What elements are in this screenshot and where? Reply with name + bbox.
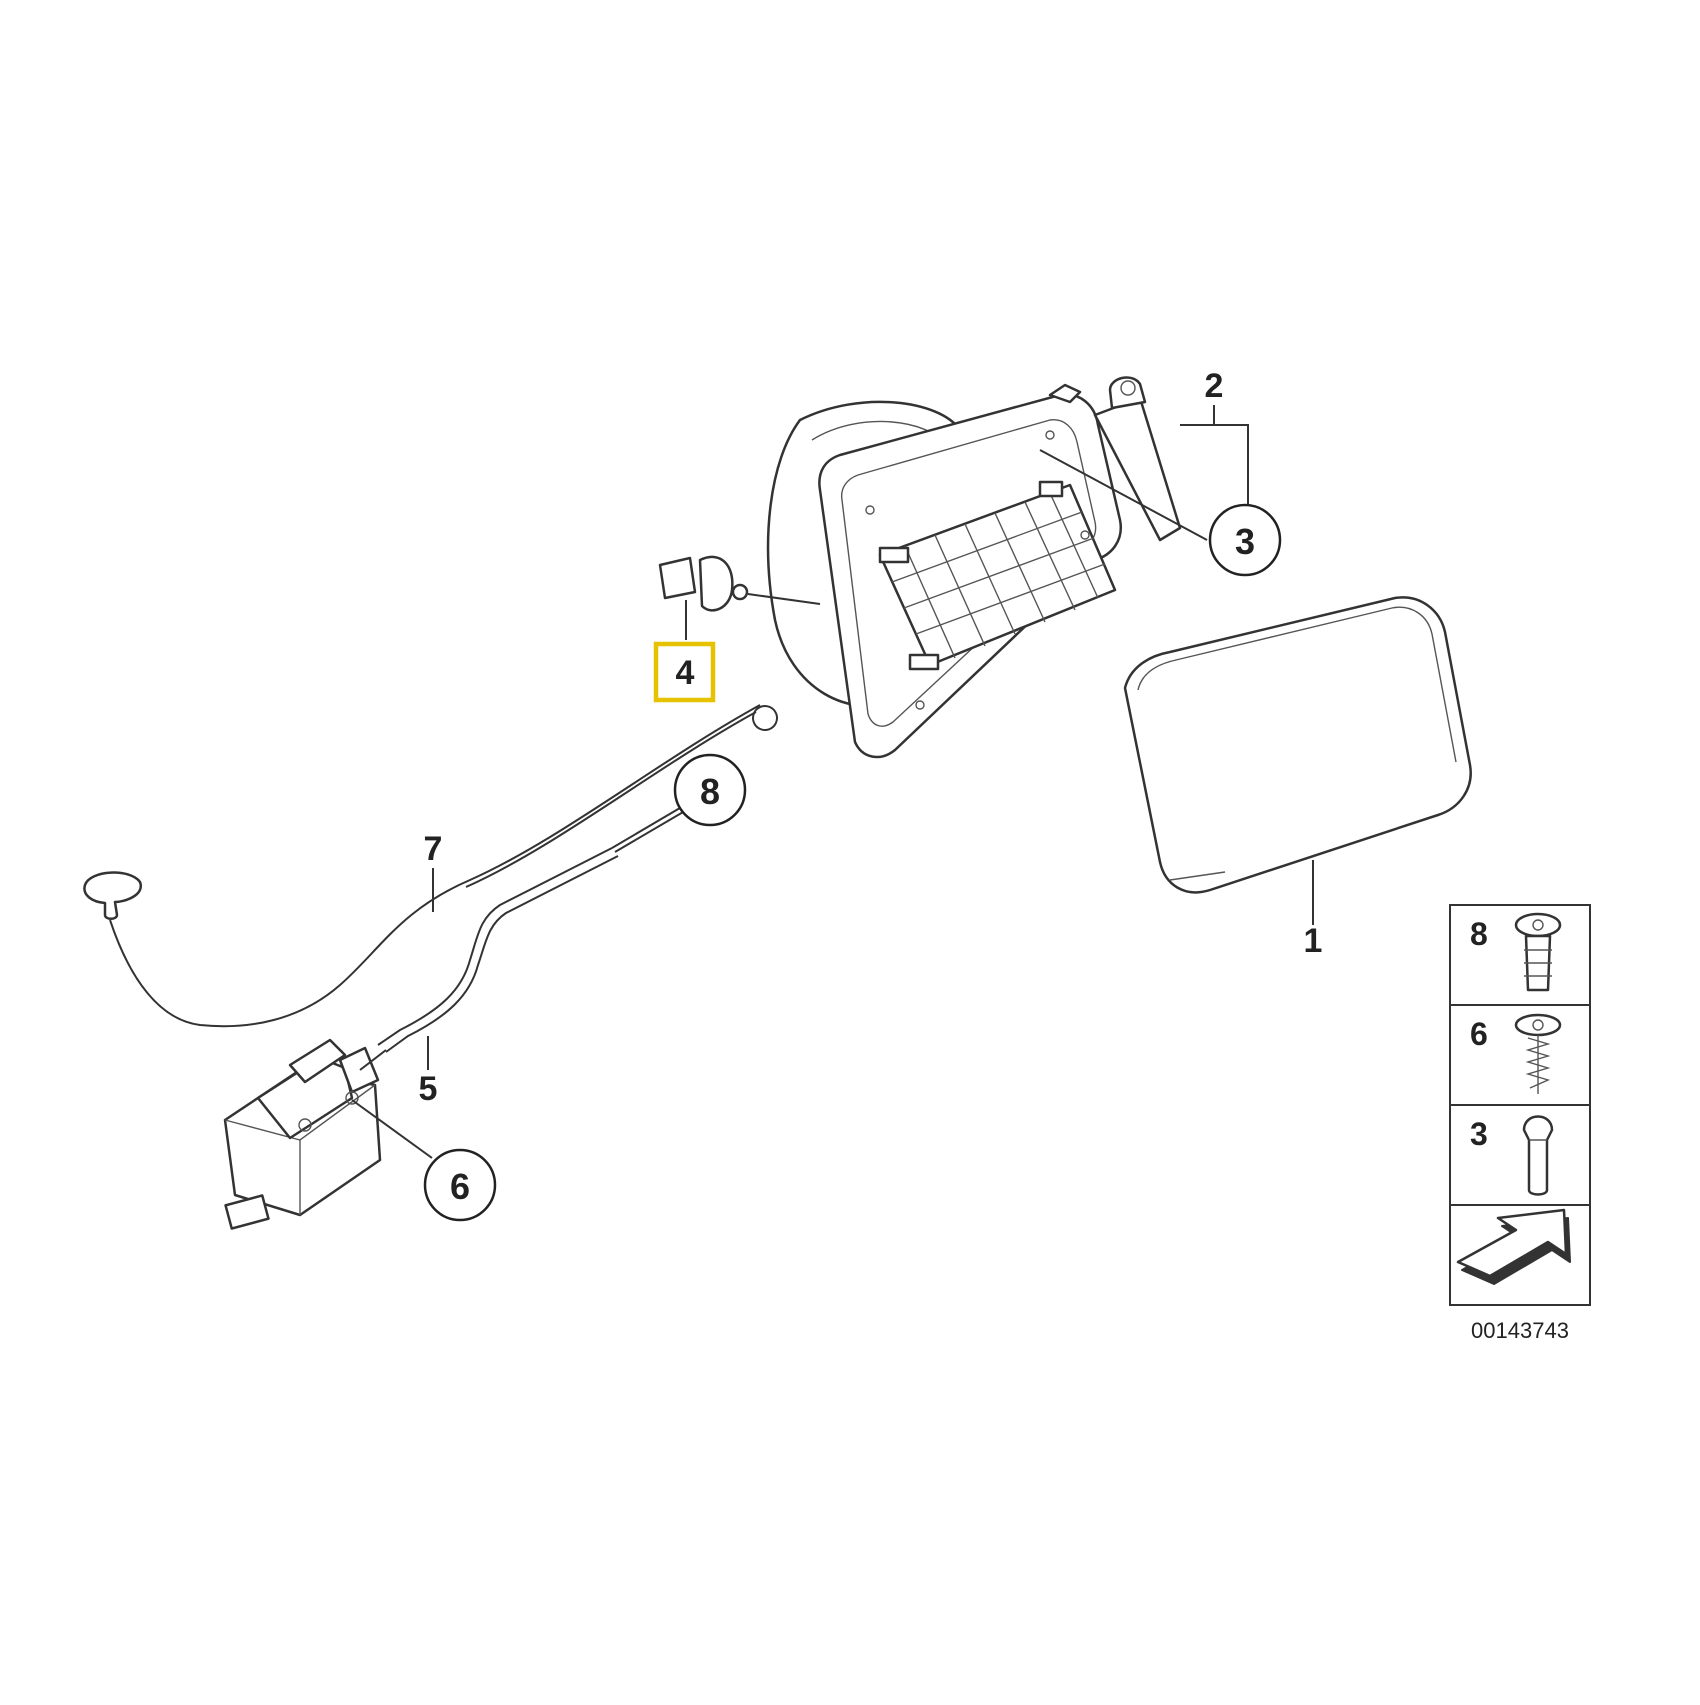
callout-1-label: 1 [1304, 922, 1323, 960]
legend-label-3: 3 [1470, 1116, 1488, 1152]
callout-7-label: 7 [424, 830, 443, 868]
callout-3-label: 3 [1235, 521, 1255, 562]
actuator-motor [223, 1038, 387, 1230]
pin-icon [1522, 1115, 1554, 1196]
fuel-filler-housing [766, 376, 1182, 759]
grommet-part-4 [658, 555, 821, 612]
legend-table: 8 6 3 00143743 [1449, 904, 1591, 1343]
fuel-flap-lid [1123, 596, 1472, 894]
emergency-release-cable [83, 704, 778, 1028]
callout-6: 6 [423, 1148, 497, 1222]
leader-lines [351, 405, 1314, 1159]
callout-5-label: 5 [419, 1070, 438, 1108]
callout-6-label: 6 [450, 1166, 470, 1207]
callout-2-label: 2 [1205, 367, 1224, 405]
callout-4-label: 4 [676, 654, 695, 692]
actuator-rod [377, 807, 691, 1053]
callout-4-highlight: 4 [653, 641, 716, 703]
legend-label-8: 8 [1470, 916, 1488, 952]
callout-8: 8 [673, 753, 747, 827]
callout-8-label: 8 [700, 771, 720, 812]
callout-3: 3 [1208, 503, 1282, 577]
screw-icon [1514, 912, 1562, 992]
diagram-id: 00143743 [1471, 1318, 1569, 1343]
legend-label-6: 6 [1470, 1016, 1488, 1052]
arrow-icon [1456, 1208, 1571, 1285]
spring-screw-icon [1514, 1013, 1562, 1094]
